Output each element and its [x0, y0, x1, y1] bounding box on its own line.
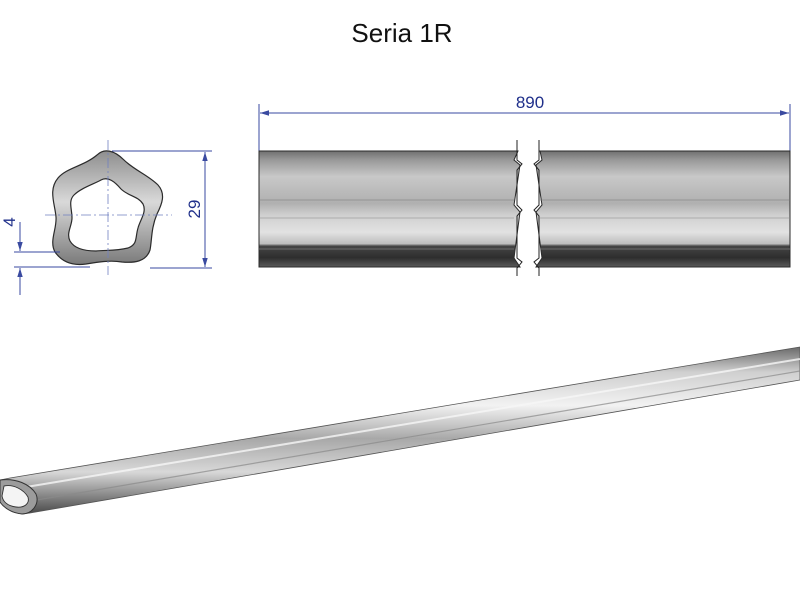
cross-section-view: 29 4 — [0, 140, 212, 295]
shaft-body — [0, 346, 800, 514]
side-view: 890 — [258, 93, 791, 276]
shaft-3d-view — [0, 346, 800, 515]
shaft-highlight-line — [19, 358, 800, 489]
drawing-title: Seria 1R — [351, 18, 452, 48]
height-dimension-label: 29 — [185, 200, 204, 219]
side-view-left-segment — [258, 150, 521, 268]
side-view-right-segment — [535, 150, 791, 268]
break-line-right — [533, 140, 540, 276]
wall-dimension-label: 4 — [0, 217, 19, 226]
shaft-shadow-line — [24, 370, 800, 503]
length-dimension-label: 890 — [516, 93, 544, 112]
shaft-end-hole — [1, 485, 29, 508]
break-line-left — [516, 140, 523, 276]
